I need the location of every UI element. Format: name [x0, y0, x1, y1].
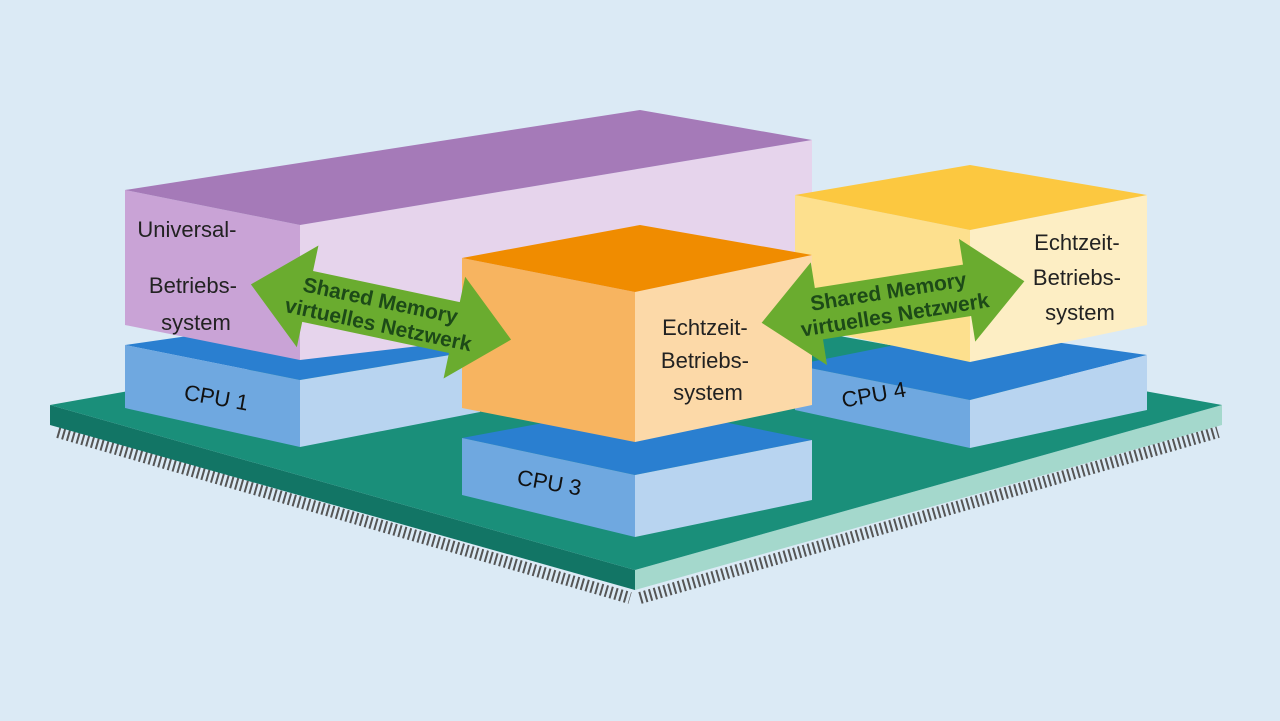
board-left-face	[50, 405, 635, 590]
cpu-4: CPU 4	[795, 330, 1147, 448]
universal-os-label: Universal- Betriebs- system	[137, 217, 243, 335]
realtime-os-label: Echtzeit- Betriebs- system	[1033, 230, 1127, 325]
double-arrow-icon	[250, 245, 512, 379]
realtime-os-block-center: Echtzeit- Betriebs- system	[462, 225, 812, 442]
board-pins-left	[56, 426, 632, 604]
board-pins-right	[638, 426, 1220, 604]
realtime-os-label: Echtzeit- Betriebs- system	[661, 315, 755, 405]
board-right-face	[635, 405, 1222, 590]
double-arrow-icon	[761, 238, 1025, 366]
